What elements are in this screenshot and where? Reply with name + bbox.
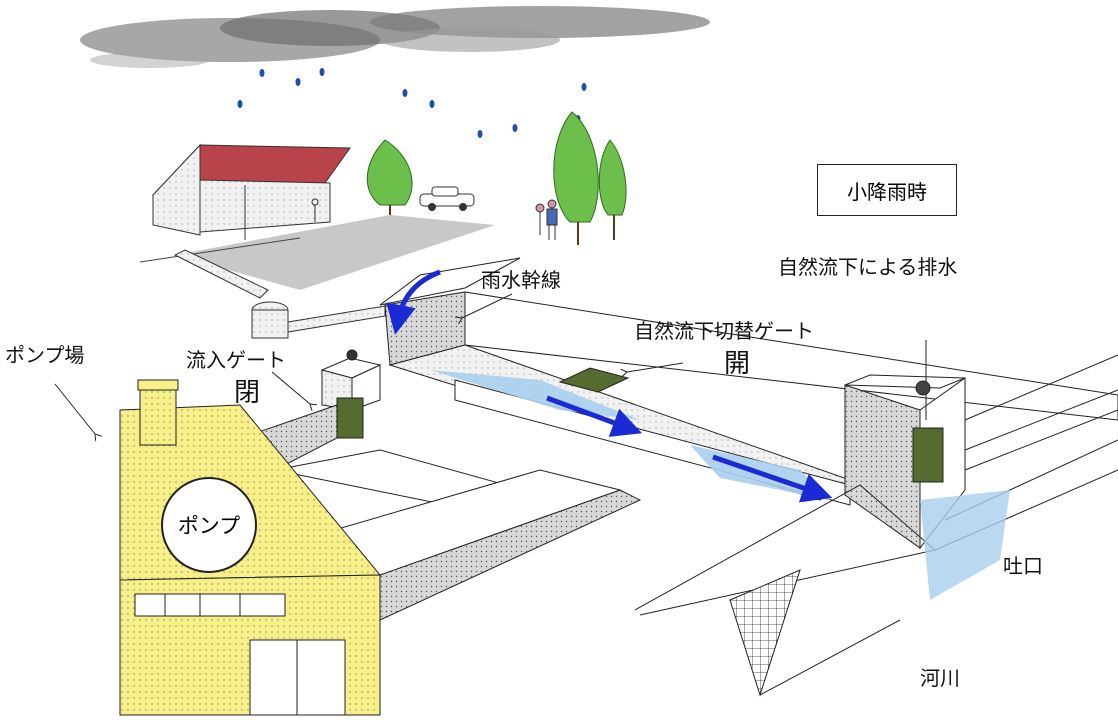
car <box>419 186 475 211</box>
field <box>175 215 495 290</box>
pump-circle: ポンプ <box>161 477 257 573</box>
pedestrians <box>311 198 558 240</box>
drainage-method-label: 自然流下による排水 <box>778 255 958 279</box>
mode-label: 小降雨時 <box>847 179 927 204</box>
rain-drops <box>237 68 587 138</box>
rain-clouds <box>80 6 710 68</box>
house <box>151 143 351 240</box>
river-water <box>920 490 1010 600</box>
pump-station-label: ポンプ場 <box>5 343 85 367</box>
rain-trunk-label: 雨水幹線 <box>481 268 561 292</box>
switch-gate-label: 自然流下切替ゲート <box>634 319 814 343</box>
outlet-label: 吐口 <box>1003 554 1043 578</box>
leader-lines <box>54 293 684 434</box>
inflow-gate-label: 流入ゲート <box>186 348 286 372</box>
flow-arrow-channel-2 <box>712 454 833 503</box>
mode-label-box: 小降雨時 <box>817 164 957 216</box>
switch-gate <box>558 367 630 393</box>
inflow-gate-state: 閉 <box>234 378 261 408</box>
inflow-gate-structure <box>320 349 382 439</box>
flow-arrow-channel-1 <box>546 395 643 437</box>
switch-gate-state: 開 <box>724 349 751 379</box>
flow-arrows <box>386 269 833 503</box>
pump-label: ポンプ <box>177 514 241 538</box>
trees <box>366 111 627 245</box>
pump-inlet-channel <box>249 404 642 621</box>
river-label: 河川 <box>920 666 960 690</box>
flow-arrow-trunk <box>386 269 441 335</box>
collection-pipes <box>173 249 386 339</box>
